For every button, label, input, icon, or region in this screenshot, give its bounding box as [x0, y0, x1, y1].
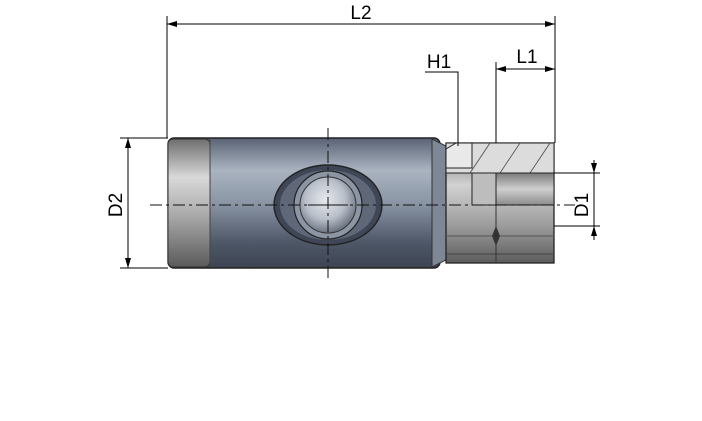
dimension-l1: L1: [495, 47, 555, 143]
hex-threaded-end: [445, 142, 555, 264]
dimension-h1: H1: [425, 52, 459, 146]
label-l1: L1: [516, 47, 537, 68]
label-d1: D1: [572, 193, 593, 217]
label-l2: L2: [350, 3, 371, 24]
label-d2: D2: [106, 193, 127, 217]
label-h1: H1: [427, 52, 451, 73]
dimension-d1: D1: [554, 160, 600, 240]
dimension-l2: L2: [166, 3, 556, 143]
center-lines: [150, 128, 575, 278]
dimension-d2: D2: [106, 137, 168, 269]
